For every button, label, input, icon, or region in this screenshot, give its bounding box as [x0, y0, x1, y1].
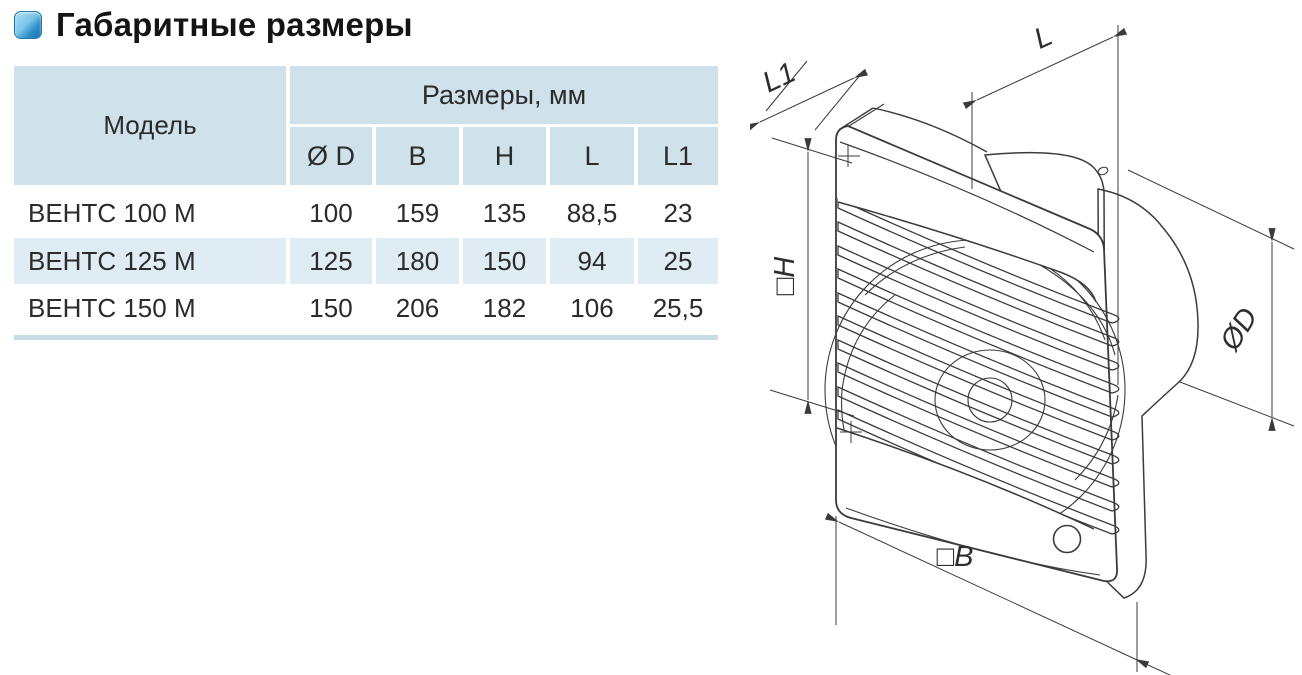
value-cell: 135 — [482, 197, 527, 228]
louver-grille — [837, 197, 1120, 535]
mounting-hole-marks — [838, 145, 862, 443]
column-header-dimensions: Размеры, мм — [290, 66, 718, 124]
value-cell: 206 — [395, 292, 440, 323]
dimension-label-h: □H — [769, 257, 801, 296]
model-cell: ВЕНТС 125 М — [14, 238, 286, 284]
value-cell: 100 — [309, 197, 353, 228]
dimension-l1: L1 — [750, 57, 869, 132]
front-panel-top-band — [836, 128, 1104, 303]
value-cell: 150 — [463, 238, 546, 284]
value-cell: 180 — [376, 238, 459, 284]
dimension-label-l1: L1 — [758, 57, 801, 100]
value-cell: 25 — [638, 238, 718, 284]
column-header-model: Модель — [14, 66, 286, 185]
column-header-b: B — [376, 127, 459, 185]
table-row: ВЕНТС 100 М 100 159 135 88,5 23 — [14, 188, 718, 238]
value-cell: 88,5 — [566, 197, 618, 228]
dimension-label-d: ØD — [1214, 302, 1265, 357]
dimension-l: L — [962, 20, 1128, 385]
dimension-label-b: □B — [937, 541, 974, 573]
value-cell: 182 — [482, 292, 527, 323]
value-cell: 159 — [395, 197, 440, 228]
column-header-l: L — [550, 127, 634, 185]
table-row: ВЕНТС 150 М 150 206 182 106 25,5 — [14, 284, 718, 332]
dimension-label-l: L — [1029, 20, 1057, 56]
column-header-diameter: Ø D — [290, 127, 372, 185]
dimension-b: □B — [824, 512, 1172, 675]
page-header: Габаритные размеры — [14, 6, 413, 44]
table-row: ВЕНТС 125 М 125 180 150 94 25 — [14, 238, 718, 284]
column-header-l1: L1 — [638, 127, 718, 185]
model-cell: ВЕНТС 150 М — [28, 292, 196, 323]
screw-hole — [1097, 166, 1109, 176]
dimension-d: ØD — [1127, 169, 1295, 431]
value-cell: 125 — [290, 238, 372, 284]
page-title: Габаритные размеры — [56, 6, 413, 43]
model-cell: ВЕНТС 100 М — [28, 197, 196, 228]
value-cell: 150 — [309, 292, 353, 323]
value-cell: 94 — [550, 238, 634, 284]
value-cell: 106 — [570, 292, 614, 323]
value-cell: 23 — [663, 197, 693, 228]
fan-dimension-drawing: L1 L □H ØD □B — [750, 20, 1295, 675]
column-header-h: H — [463, 127, 546, 185]
bullet-square-icon — [14, 11, 42, 39]
table-bottom-separator — [14, 335, 718, 340]
dimension-h: □H — [769, 137, 855, 417]
value-cell: 25,5 — [652, 292, 704, 323]
